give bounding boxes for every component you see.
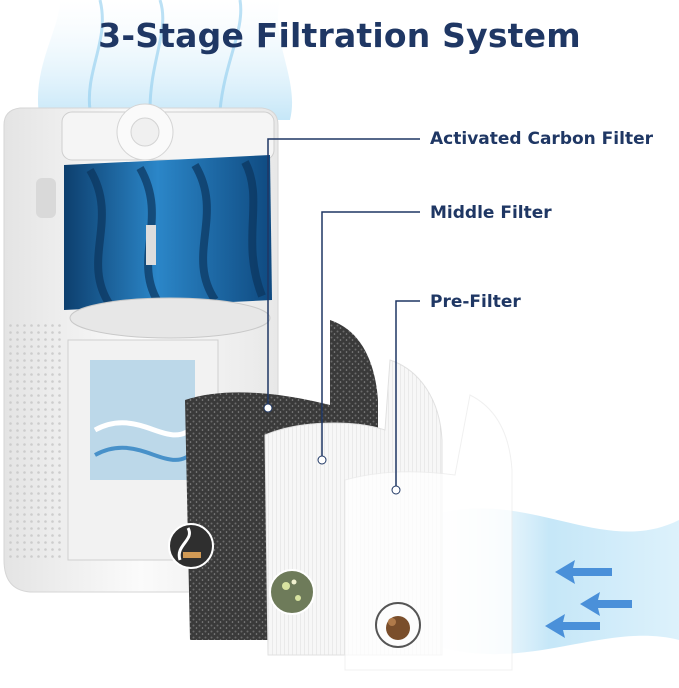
pre-filter <box>344 394 513 671</box>
dust-icon <box>375 602 421 648</box>
page-title: 3-Stage Filtration System <box>98 16 581 55</box>
callout-pre-filter: Pre-Filter <box>430 292 521 312</box>
fan-blades <box>64 155 272 339</box>
carbon-marker <box>263 403 273 413</box>
callout-middle-filter: Middle Filter <box>430 203 552 223</box>
pre-marker <box>391 485 401 495</box>
smoke-icon <box>168 523 214 569</box>
air-flow-top <box>37 0 293 120</box>
air-flow-icon <box>545 560 632 638</box>
callout-carbon-filter: Activated Carbon Filter <box>430 129 653 149</box>
pollen-icon <box>269 569 315 615</box>
middle-marker <box>317 455 327 465</box>
callout-lines <box>267 138 420 490</box>
